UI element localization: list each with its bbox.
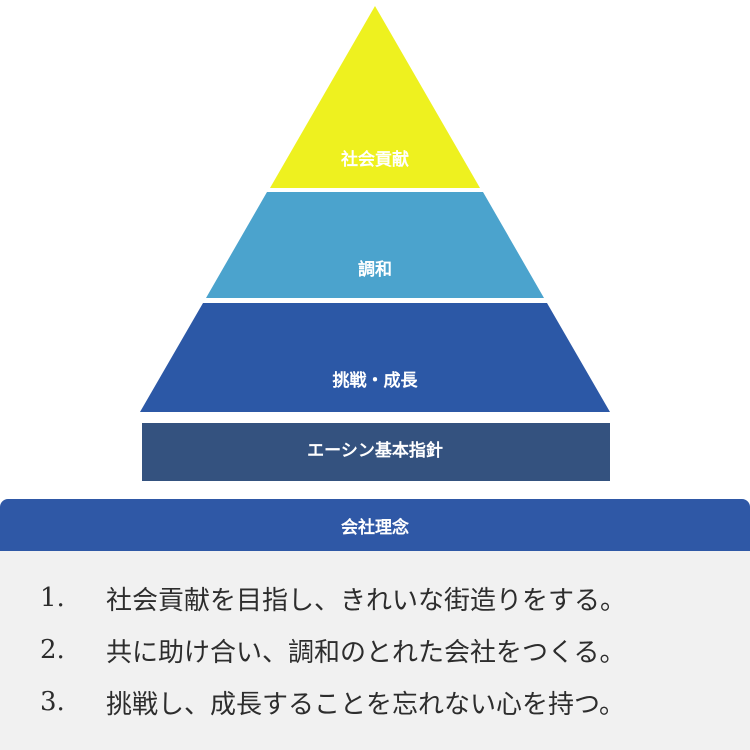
philosophy-item: 2. 共に助け合い、調和のとれた会社をつくる。 [40, 628, 625, 672]
philosophy-list: 1. 社会貢献を目指し、きれいな街造りをする。 2. 共に助け合い、調和のとれた… [0, 551, 750, 750]
philosophy-title: 会社理念 [341, 517, 409, 538]
pyramid-tier-middle [206, 192, 544, 298]
pyramid-diagram: 社会貢献 調和 挑戦・成長 エーシン基本指針 [140, 6, 610, 481]
base-label-guidelines: エーシン基本指針 [307, 440, 443, 461]
philosophy-item-number: 3. [40, 687, 65, 717]
tier-label-contribution: 社会貢献 [340, 149, 409, 170]
philosophy-item-text: 社会貢献を目指し、きれいな街造りをする。 [106, 585, 627, 616]
tier-label-challenge-growth: 挑戦・成長 [333, 370, 419, 391]
philosophy-item-number: 1. [40, 583, 65, 613]
philosophy-item-text: 挑戦し、成長することを忘れない心を持つ。 [106, 689, 625, 720]
pyramid-base [142, 423, 610, 481]
philosophy-item-number: 2. [40, 635, 65, 665]
tier-label-harmony: 調和 [358, 259, 392, 280]
pyramid-tier-bottom [140, 303, 610, 412]
philosophy-item: 1. 社会貢献を目指し、きれいな街造りをする。 [40, 576, 626, 620]
pyramid-tier-top [270, 6, 480, 188]
philosophy-item-text: 共に助け合い、調和のとれた会社をつくる。 [106, 637, 626, 668]
philosophy-item: 3. 挑戦し、成長することを忘れない心を持つ。 [40, 680, 625, 724]
philosophy-header: 会社理念 [0, 499, 750, 551]
